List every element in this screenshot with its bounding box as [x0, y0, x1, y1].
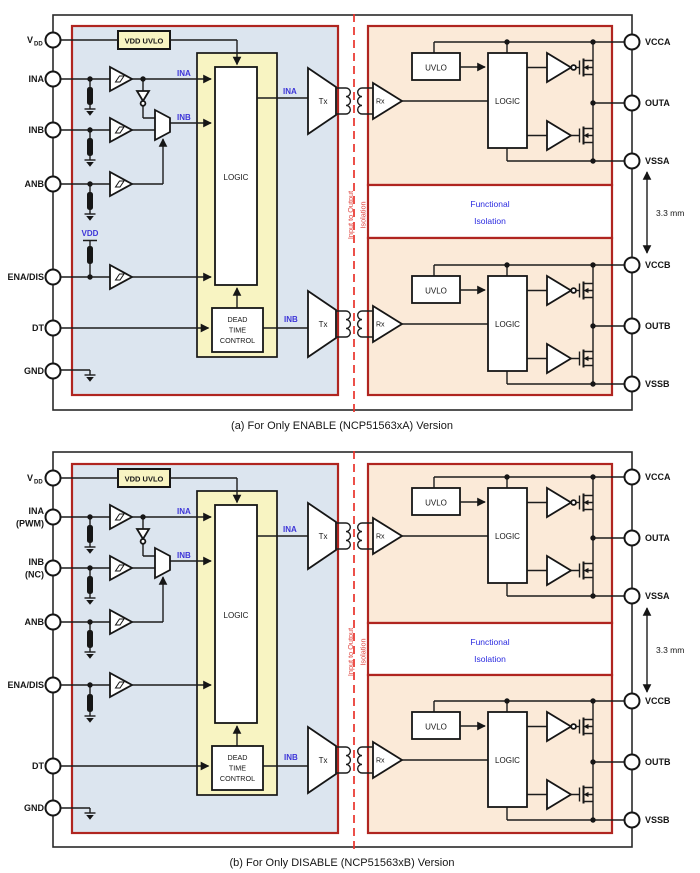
- pin-ena-dis: [44, 676, 62, 694]
- functional-isolation-label-1: Functional: [470, 637, 509, 647]
- functional-isolation-label-2: Isolation: [474, 654, 506, 664]
- pin-dt: [44, 319, 62, 337]
- pin-gnd: [44, 799, 62, 817]
- pin-dt: [44, 757, 62, 775]
- pin-label-ena-dis: ENA/DIS: [7, 680, 44, 690]
- pin-label-vcca: VCCA: [645, 472, 671, 482]
- pin-label-anb: ANB: [25, 179, 45, 189]
- pin-vccb: [623, 692, 641, 710]
- diagram-a-functional-isolation-region: [366, 183, 614, 240]
- pin-label-ina: INA: [29, 74, 45, 84]
- pin-vccb: [623, 256, 641, 274]
- pin-label-outa: OUTA: [645, 533, 670, 543]
- functional-isolation-label-1: Functional: [470, 199, 509, 209]
- pin-ina: [44, 70, 62, 88]
- functional-isolation-label-2: Isolation: [474, 216, 506, 226]
- pin-label-outb: OUTB: [645, 757, 671, 767]
- diagram-a-caption: (a) For Only ENABLE (NCP51563xA) Version: [231, 420, 453, 432]
- pin-label-inb: INB: [29, 125, 45, 135]
- dimension-label: 3.3 mm: [656, 208, 684, 218]
- pin-inb: [44, 559, 62, 577]
- pin-inb: [44, 121, 62, 139]
- pin-outb: [623, 753, 641, 771]
- pin-vcca: [623, 468, 641, 486]
- diagram-b-right-pins: VCCA OUTA VSSA VCCB OUTB VSSB: [623, 468, 671, 829]
- diagram-b-outline: [52, 451, 633, 848]
- diagram-b-ena-row: [60, 672, 212, 724]
- pin-vcca: [623, 33, 641, 51]
- pin-outa: [623, 94, 641, 112]
- pin-vssa: [623, 587, 641, 605]
- pin-label-outa: OUTA: [645, 98, 670, 108]
- diagram-b: Input to Output Isolation Functional Iso…: [7, 451, 684, 869]
- dimension-label: 3.3 mm: [656, 645, 684, 655]
- pin-gnd: [44, 362, 62, 380]
- pin-label-vssb: VSSB: [645, 815, 670, 825]
- pin-label-vdd: V: [27, 473, 33, 483]
- pin-label-dt: DT: [32, 323, 44, 333]
- diagram-a-right-pins: VCCA OUTA VSSA VCCB OUTB VSSB: [623, 33, 671, 393]
- pin-vdd: [44, 469, 62, 487]
- pin-label-vssa: VSSA: [645, 156, 670, 166]
- pin-label-dt: DT: [32, 761, 44, 771]
- pin-anb: [44, 613, 62, 631]
- pin-vdd: [44, 31, 62, 49]
- pin-vssb: [623, 811, 641, 829]
- isolation-text-1: Input to Output: [346, 191, 355, 239]
- pin-label-vssa: VSSA: [645, 591, 670, 601]
- pin-vssb: [623, 375, 641, 393]
- pin-label-vccb: VCCB: [645, 696, 671, 706]
- diagram-b-functional-isolation-region: [366, 621, 614, 677]
- pin-label-vdd-sub: DD: [34, 480, 43, 486]
- diagram-a-ena-row: VDD: [60, 229, 212, 290]
- pin-label-inb-sub: (NC): [25, 570, 44, 580]
- pin-label-gnd: GND: [24, 366, 45, 376]
- isolation-text-1: Input to Output: [346, 628, 355, 676]
- pin-label-vdd-sub: DD: [34, 42, 43, 48]
- isolation-text-2: Isolation: [359, 638, 368, 665]
- pin-label-vccb: VCCB: [645, 260, 671, 270]
- pin-label-vcca: VCCA: [645, 37, 671, 47]
- pin-label-gnd: GND: [24, 803, 45, 813]
- pin-label-ina: INA: [29, 506, 45, 516]
- diagram-a-outline: [52, 14, 633, 411]
- pin-outb: [623, 317, 641, 335]
- pin-label-anb: ANB: [25, 617, 45, 627]
- isolation-text-2: Isolation: [359, 201, 368, 228]
- pin-label-ina-sub: (PWM): [16, 519, 44, 529]
- pin-label-ena-dis: ENA/DIS: [7, 272, 44, 282]
- pin-label-outb: OUTB: [645, 321, 671, 331]
- diagram-a: VDD Input to Output Isolation Functional…: [7, 14, 684, 432]
- pull-up-vdd-label: VDD: [82, 229, 99, 238]
- pin-ina: [44, 508, 62, 526]
- pin-label-vdd: V: [27, 35, 33, 45]
- pin-label-vssb: VSSB: [645, 379, 670, 389]
- diagram-b-left-pins: V DD INA (PWM) INB (NC) ANB ENA/DIS DT G…: [7, 469, 62, 817]
- pin-label-inb: INB: [29, 557, 45, 567]
- pin-outa: [623, 529, 641, 547]
- pin-vssa: [623, 152, 641, 170]
- pin-ena-dis: [44, 268, 62, 286]
- diagram-b-caption: (b) For Only DISABLE (NCP51563xB) Versio…: [230, 857, 455, 869]
- diagram-a-left-pins: V DD INA INB ANB ENA/DIS DT GND: [7, 31, 62, 380]
- pin-anb: [44, 175, 62, 193]
